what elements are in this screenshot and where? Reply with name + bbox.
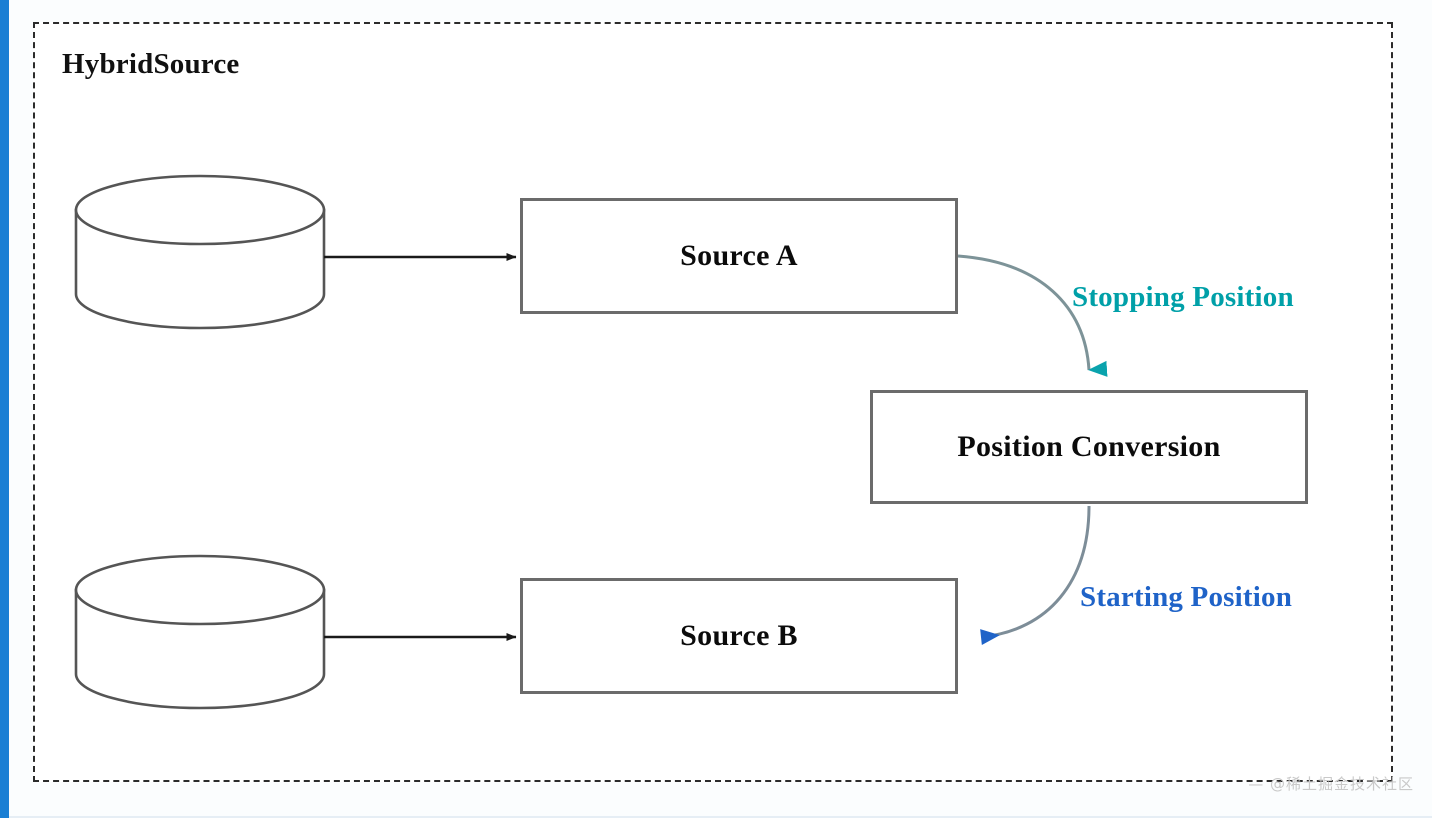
watermark: — @稀土掘金技术社区 xyxy=(1248,775,1414,793)
page-title: HybridSource xyxy=(62,48,240,80)
edge-label-stopping-position: Stopping Position xyxy=(1072,281,1294,313)
arrow-stopping-position xyxy=(957,254,1108,377)
arrow-starting-position xyxy=(980,505,1091,646)
bottom-rule xyxy=(9,816,1432,818)
node-source-a-label: Source A xyxy=(680,239,798,272)
node-source-b[interactable]: Source B xyxy=(520,578,958,694)
edge-label-starting-position: Starting Position xyxy=(1080,581,1293,613)
database-cylinder-b xyxy=(74,554,326,710)
node-source-a[interactable]: Source A xyxy=(520,198,958,314)
database-cylinder-a xyxy=(74,174,326,330)
node-source-b-label: Source B xyxy=(680,619,798,652)
left-accent-bar xyxy=(0,0,9,818)
node-position-conversion[interactable]: Position Conversion xyxy=(870,390,1308,504)
node-position-conversion-label: Position Conversion xyxy=(957,430,1221,463)
